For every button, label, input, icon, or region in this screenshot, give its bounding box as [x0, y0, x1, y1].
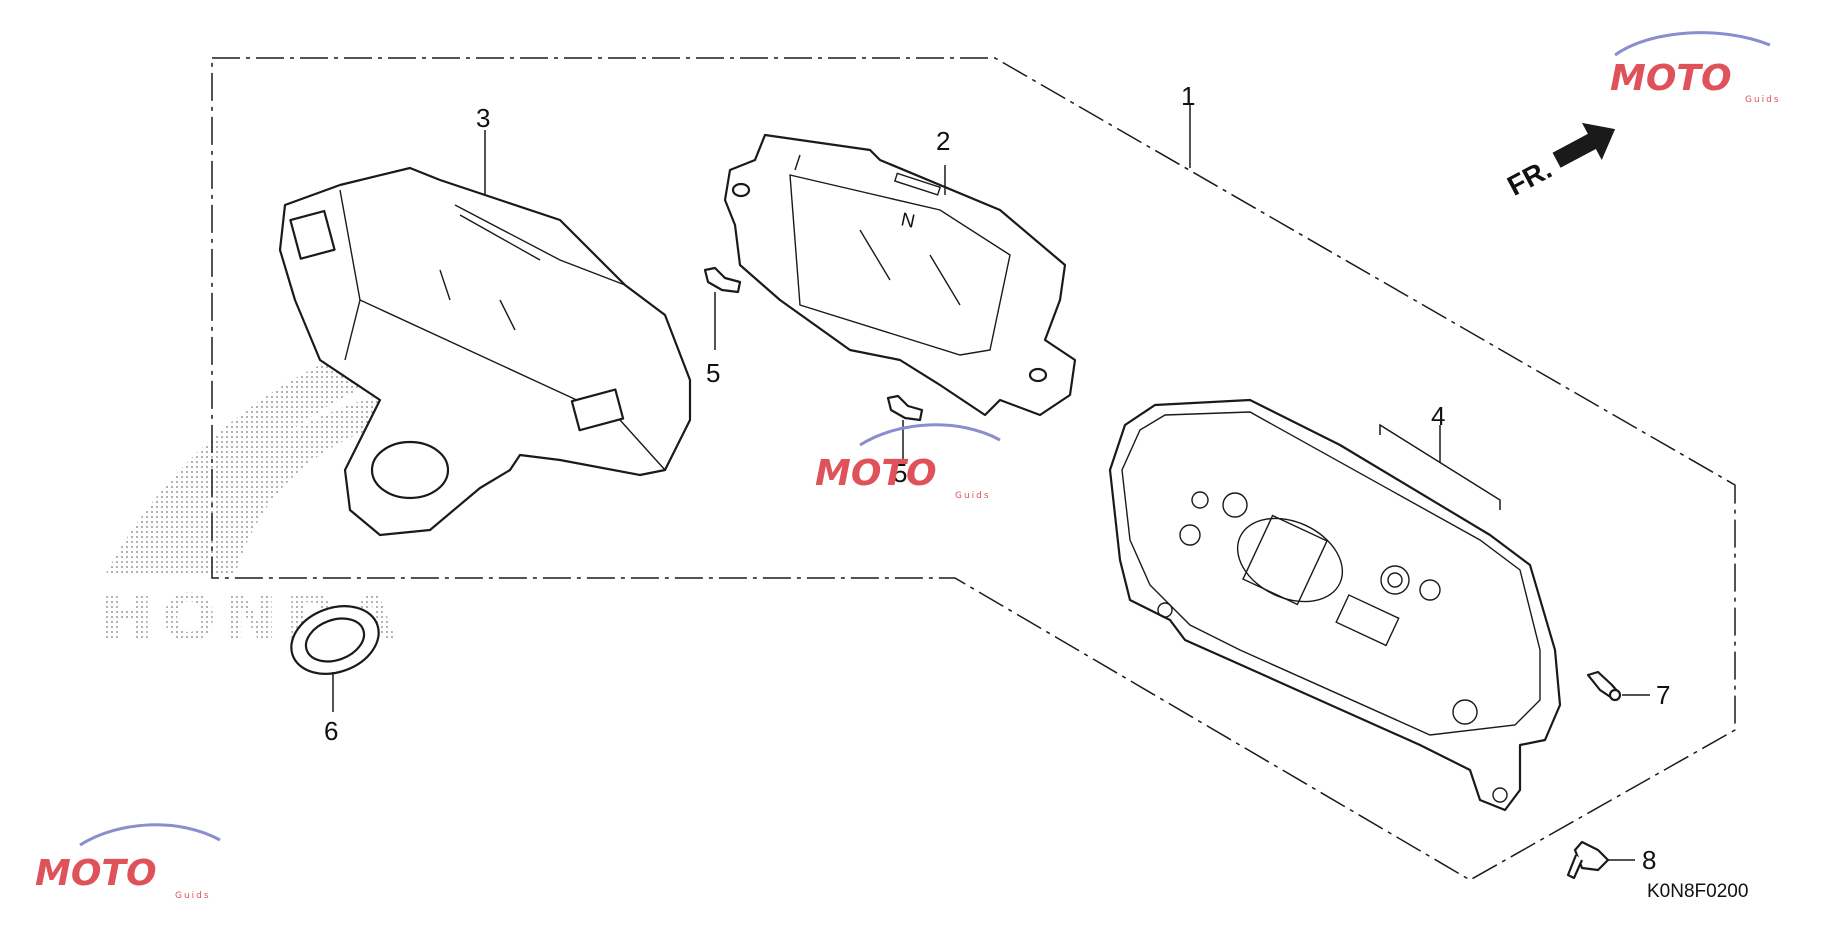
- callout-2: 2: [936, 126, 950, 156]
- callout-1: 1: [1181, 81, 1195, 111]
- assembly-frame: [211, 57, 1736, 881]
- grommet: [290, 605, 380, 675]
- watermark-main-text: MOTO: [815, 453, 937, 494]
- front-label: FR.: [1502, 153, 1556, 202]
- callout-3: 3: [476, 103, 490, 133]
- meter-cover: [278, 166, 692, 537]
- halftone-wing: [105, 330, 440, 575]
- screw-upper: [703, 266, 742, 294]
- watermark-sub-text: Guids: [1745, 95, 1781, 105]
- watermark-sub-text: Guids: [955, 491, 991, 501]
- front-direction-arrow: FR.: [1502, 122, 1616, 202]
- screw-7: [1586, 670, 1622, 702]
- watermark-main-text: MOTO: [1610, 58, 1732, 99]
- callout-7: 7: [1656, 680, 1670, 710]
- callout-6: 6: [324, 716, 338, 746]
- watermark-top-right: MOTO Guids: [1610, 31, 1781, 105]
- bolt-8: [1566, 840, 1610, 880]
- lcd-neutral-indicator: N: [899, 209, 917, 232]
- callout-8: 8: [1642, 845, 1656, 875]
- arrow-right-icon: [1552, 122, 1616, 168]
- watermark-center: MOTO Guids: [815, 423, 1001, 501]
- callout-5b: 5: [893, 458, 907, 488]
- callout-4: 4: [1431, 401, 1445, 431]
- lcd-panel: N: [723, 133, 1077, 417]
- watermark-sub-text: Guids: [175, 891, 211, 901]
- screw-lower: [886, 394, 924, 422]
- callout-5a: 5: [706, 358, 720, 388]
- meter-case: [1108, 398, 1562, 812]
- watermark-main-text: MOTO: [35, 853, 157, 894]
- leader-bracket-4: [1379, 423, 1501, 510]
- drawing-code: K0N8F0200: [1647, 881, 1748, 902]
- watermark-bottom-left: MOTO Guids: [35, 823, 221, 901]
